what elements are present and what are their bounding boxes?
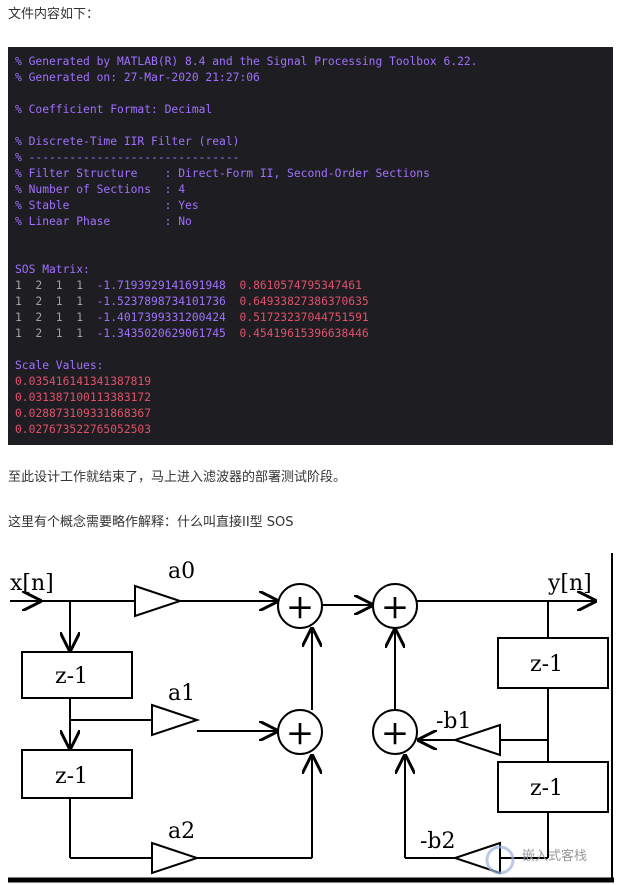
gain-label: -b1 bbox=[436, 709, 472, 734]
sos-label: SOS Matrix: bbox=[15, 263, 90, 276]
gain-b1-triangle bbox=[451, 723, 501, 757]
delay-box bbox=[497, 761, 609, 813]
watermark-logo-icon bbox=[485, 845, 515, 875]
adder-plus: + bbox=[381, 713, 410, 753]
gain-label: a2 bbox=[168, 819, 195, 844]
adder-circle bbox=[277, 709, 323, 755]
code-line: % Number of Sections : 4 bbox=[15, 183, 186, 196]
sos-row: 1 2 1 1 -1.5237898734101736 0.6493382738… bbox=[15, 295, 369, 308]
code-line: % Stable : Yes bbox=[15, 199, 199, 212]
intro-text: 文件内容如下： bbox=[8, 7, 100, 22]
input-label: x[n] bbox=[10, 571, 54, 596]
adder-plus: + bbox=[381, 587, 410, 627]
scale-value: 0.027673522765052503 bbox=[15, 423, 152, 436]
sos-direct-form-ii-diagram: x[n] y[n] a0 a1 a2 -b1 -b2 z-1 z-1 z-1 z… bbox=[8, 553, 614, 883]
gain-a0-triangle bbox=[134, 584, 184, 618]
adder-plus: + bbox=[286, 587, 315, 627]
delay-label: z-1 bbox=[530, 652, 563, 677]
gain-b2-triangle bbox=[451, 841, 501, 875]
scale-value: 0.035416141341387819 bbox=[15, 375, 152, 388]
delay-label: z-1 bbox=[55, 764, 88, 789]
code-line: % ------------------------------- bbox=[15, 151, 240, 164]
adder-circle bbox=[277, 583, 323, 629]
gain-label: -b2 bbox=[420, 829, 456, 854]
code-line: % Linear Phase : No bbox=[15, 215, 192, 228]
code-line: % Generated by MATLAB(R) 8.4 and the Sig… bbox=[15, 55, 478, 68]
code-block: % Generated by MATLAB(R) 8.4 and the Sig… bbox=[8, 47, 613, 445]
watermark-text: 嵌入式客栈 bbox=[522, 848, 587, 864]
scale-value: 0.028873109331868367 bbox=[15, 407, 152, 420]
gain-label: a1 bbox=[168, 681, 195, 706]
delay-box bbox=[21, 651, 133, 699]
output-label: y[n] bbox=[547, 571, 592, 596]
gain-a1-triangle bbox=[151, 703, 201, 737]
delay-label: z-1 bbox=[55, 664, 88, 689]
code-line: % Filter Structure : Direct-Form II, Sec… bbox=[15, 167, 430, 180]
paragraph: 这里有个概念需要略作解释：什么叫直接II型 SOS bbox=[8, 515, 294, 530]
gain-a2-triangle bbox=[151, 841, 201, 875]
adder-plus: + bbox=[286, 713, 315, 753]
sos-row: 1 2 1 1 -1.7193929141691948 0.8610574795… bbox=[15, 279, 362, 292]
delay-box bbox=[497, 637, 609, 689]
gain-label: a0 bbox=[168, 559, 195, 584]
scale-value: 0.031387100113383172 bbox=[15, 391, 152, 404]
code-line: % Discrete-Time IIR Filter (real) bbox=[15, 135, 240, 148]
delay-label: z-1 bbox=[530, 776, 563, 801]
code-line: % Coefficient Format: Decimal bbox=[15, 103, 213, 116]
delay-box bbox=[21, 749, 133, 799]
paragraph: 至此设计工作就结束了，马上进入滤波器的部署测试阶段。 bbox=[8, 470, 347, 485]
code-line: % Generated on: 27-Mar-2020 21:27:06 bbox=[15, 71, 260, 84]
sos-row: 1 2 1 1 -1.3435020629061745 0.4541961539… bbox=[15, 327, 369, 340]
scale-label: Scale Values: bbox=[15, 359, 104, 372]
sos-row: 1 2 1 1 -1.4017399331200424 0.5172323704… bbox=[15, 311, 369, 324]
